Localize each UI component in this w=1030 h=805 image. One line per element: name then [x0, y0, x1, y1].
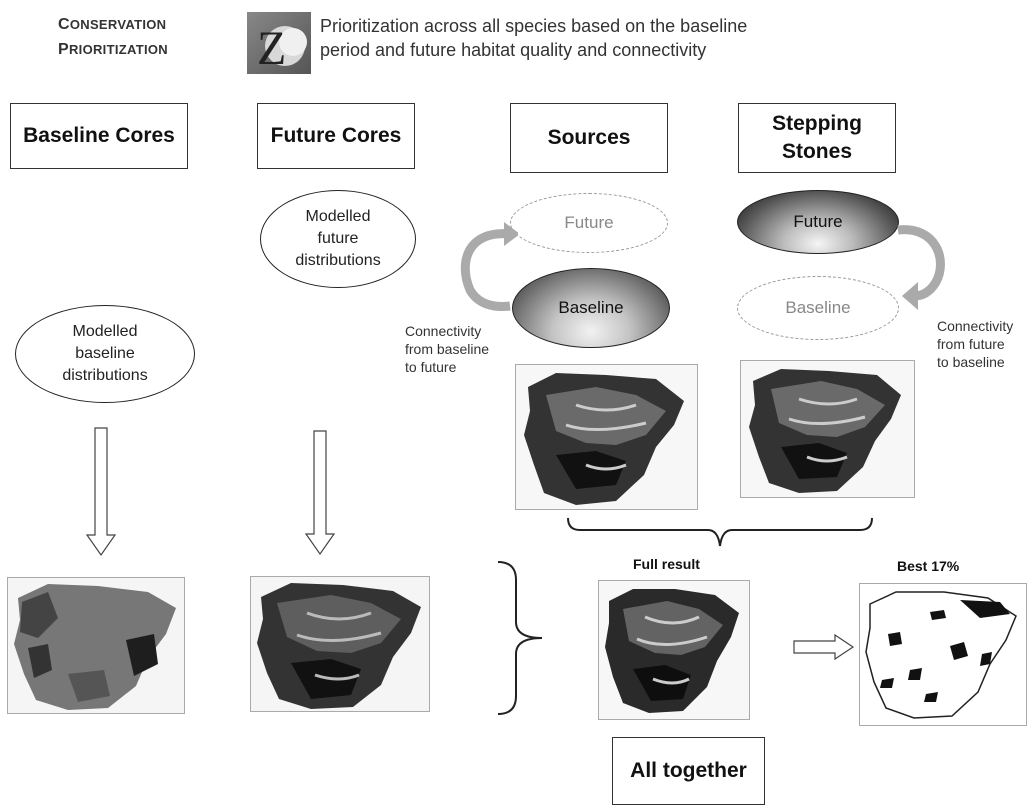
down-arrow-future-icon [305, 430, 335, 556]
sources-future-ellipse: Future [510, 193, 668, 253]
sources-box: Sources [510, 103, 668, 173]
stepping-cycle-arrow-icon [897, 225, 945, 310]
right-arrow-icon [793, 634, 855, 660]
stepping-future-ellipse: Future [737, 190, 899, 254]
zonation-logo-icon: Z [247, 12, 311, 74]
future-cores-map [250, 576, 430, 712]
description: Prioritization across all species based … [320, 16, 748, 60]
full-result-map [598, 580, 750, 720]
section-heading: CONSERVATION PRIORITIZATION [58, 16, 168, 58]
connectivity-future-label: Connectivity from future to baseline [937, 318, 1014, 370]
full-result-label: Full result [633, 556, 700, 572]
future-cores-box: Future Cores [257, 103, 415, 169]
best-17-map [859, 583, 1027, 726]
down-arrow-baseline-icon [86, 427, 116, 557]
baseline-cores-map [7, 577, 185, 714]
top-bracket [567, 517, 873, 547]
all-together-box: All together [612, 737, 765, 805]
best-17-label: Best 17% [897, 558, 960, 574]
stepping-stones-map [740, 360, 915, 498]
baseline-cores-box: Baseline Cores [10, 103, 188, 169]
svg-text:Z: Z [257, 22, 286, 74]
connectivity-baseline-label: Connectivity from baseline to future [405, 323, 490, 375]
modelled-future-ellipse: Modelled future distributions [260, 190, 416, 288]
stepping-baseline-ellipse: Baseline [737, 276, 899, 340]
sources-baseline-ellipse: Baseline [512, 268, 670, 348]
sources-map [515, 364, 698, 510]
stepping-stones-box: Stepping Stones [738, 103, 896, 173]
sources-cycle-arrow-icon [460, 222, 518, 311]
modelled-baseline-ellipse: Modelled baseline distributions [15, 305, 195, 403]
curly-brace [497, 561, 543, 715]
